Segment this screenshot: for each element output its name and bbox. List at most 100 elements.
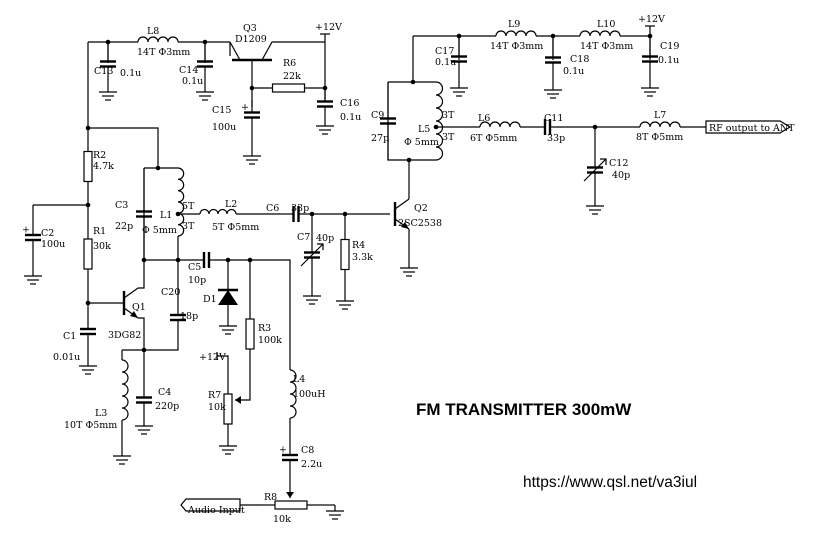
ground-symbol — [303, 290, 321, 305]
capacitor-c4 — [136, 396, 152, 404]
label-c4: C4 — [158, 387, 171, 398]
label-c13v: 0.1u — [120, 68, 141, 79]
label-l2v: 5T Φ5mm — [212, 222, 259, 233]
label-c5v: 10p — [188, 275, 206, 286]
label-l5t1: 3T — [442, 110, 455, 121]
polarity-mark: + — [22, 225, 30, 236]
resistor-r8 — [274, 500, 308, 510]
inductor-l10 — [579, 30, 621, 37]
label-c8: C8 — [301, 445, 314, 456]
wire — [217, 355, 229, 378]
label-c1: C1 — [63, 331, 76, 342]
label-c3: C3 — [115, 200, 128, 211]
label-c14v: 0.1u — [182, 76, 203, 87]
label-r7: R7 — [208, 390, 221, 401]
label-c1v: 0.01u — [53, 352, 80, 363]
ground-symbol — [243, 150, 261, 165]
label-c3v: 22p — [115, 221, 133, 232]
ground-symbol — [336, 295, 354, 310]
label-l2: L2 — [225, 199, 237, 210]
label-c9v: 27p — [371, 133, 389, 144]
inductor-l1 — [177, 167, 185, 237]
wire — [144, 340, 179, 351]
label-c15v: 100u — [212, 122, 236, 133]
capacitor-c18 — [545, 56, 561, 64]
wire — [138, 260, 145, 289]
label-l5t2: 3T — [442, 132, 455, 143]
label-l1t2: 3T — [182, 221, 195, 232]
label-c8v: 2.2u — [301, 459, 322, 470]
label-l3v: 10T Φ5mm — [64, 420, 117, 431]
ground-symbol — [400, 262, 418, 277]
label-l6v: 6T Φ5mm — [470, 133, 517, 144]
capacitor-c13 — [100, 60, 116, 68]
label-c18v: 0.1u — [563, 66, 584, 77]
label-r6: R6 — [283, 58, 296, 69]
label-q1: Q1 — [132, 302, 146, 313]
ground-symbol — [135, 420, 153, 435]
label-l5: L5 — [418, 124, 430, 135]
label-c2v: 100u — [41, 239, 65, 250]
capacitor-c14 — [197, 60, 213, 68]
label-l3: L3 — [95, 408, 107, 419]
label-c11v: 33p — [547, 133, 565, 144]
label-rfout: RF output to ANT — [709, 123, 795, 134]
label-d1: D1 — [203, 294, 217, 305]
ground-symbol — [79, 360, 97, 375]
label-c14: C14 — [179, 65, 198, 76]
resistor-r2 — [83, 150, 93, 183]
label-l10v: 14T Φ3mm — [580, 41, 633, 52]
label-r2v: 4.7k — [93, 161, 114, 172]
emitter-arrow — [401, 222, 409, 229]
ground-symbol — [326, 505, 344, 520]
label-supply-12v: +12V — [199, 352, 226, 363]
trim-arrow — [583, 158, 607, 182]
label-r1: R1 — [93, 226, 106, 237]
capacitor-c20 — [170, 313, 186, 322]
capacitor-c11 — [543, 119, 552, 135]
label-l4v: 100uH — [293, 389, 326, 400]
transistor-q1 — [122, 287, 139, 319]
label-q2v: 2SC2538 — [398, 218, 442, 229]
junction-dot — [155, 165, 161, 171]
label-l5v: Φ 5mm — [404, 137, 439, 148]
label-c19v: 0.1u — [658, 55, 679, 66]
label-c7v: 40p — [316, 233, 334, 244]
trim-arrow-head — [317, 243, 324, 250]
label-c16v: 0.1u — [340, 112, 361, 123]
r7-wiper — [235, 396, 241, 404]
label-supply-12v: +12V — [638, 14, 665, 25]
label-r7v: 10k — [208, 402, 226, 413]
wire — [387, 82, 436, 161]
label-supply-12v: +12V — [315, 22, 342, 33]
label-r4: R4 — [352, 240, 365, 251]
ground-symbol — [641, 82, 659, 97]
label-q2: Q2 — [414, 203, 428, 214]
label-c5: C5 — [188, 262, 201, 273]
ground-symbol — [219, 440, 237, 455]
ground-symbol — [99, 86, 117, 101]
resistor-r1 — [83, 238, 93, 270]
label-c6: C6 — [266, 203, 279, 214]
collector-lead — [123, 287, 139, 299]
capacitor-c15: + — [241, 102, 260, 119]
label-c12v: 40p — [612, 170, 630, 181]
resistor-r4 — [340, 238, 350, 271]
label-l1v: Φ 5mm — [142, 225, 177, 236]
junction-dot — [410, 79, 416, 85]
capacitor-c7 — [304, 251, 320, 259]
label-r8: R8 — [264, 492, 277, 503]
r8-wiper — [286, 492, 294, 498]
inductor-l8 — [137, 36, 179, 43]
wire — [250, 259, 291, 370]
resistor-r3 — [245, 318, 255, 350]
inductor-l9 — [495, 30, 537, 37]
rf-output-tag — [705, 120, 792, 134]
label-l10: L10 — [597, 19, 615, 30]
wire — [88, 127, 159, 168]
ground-symbol — [544, 84, 562, 99]
label-c11: C11 — [544, 113, 563, 124]
label-l1: L1 — [160, 210, 172, 221]
label-r4v: 3.3k — [352, 252, 373, 263]
